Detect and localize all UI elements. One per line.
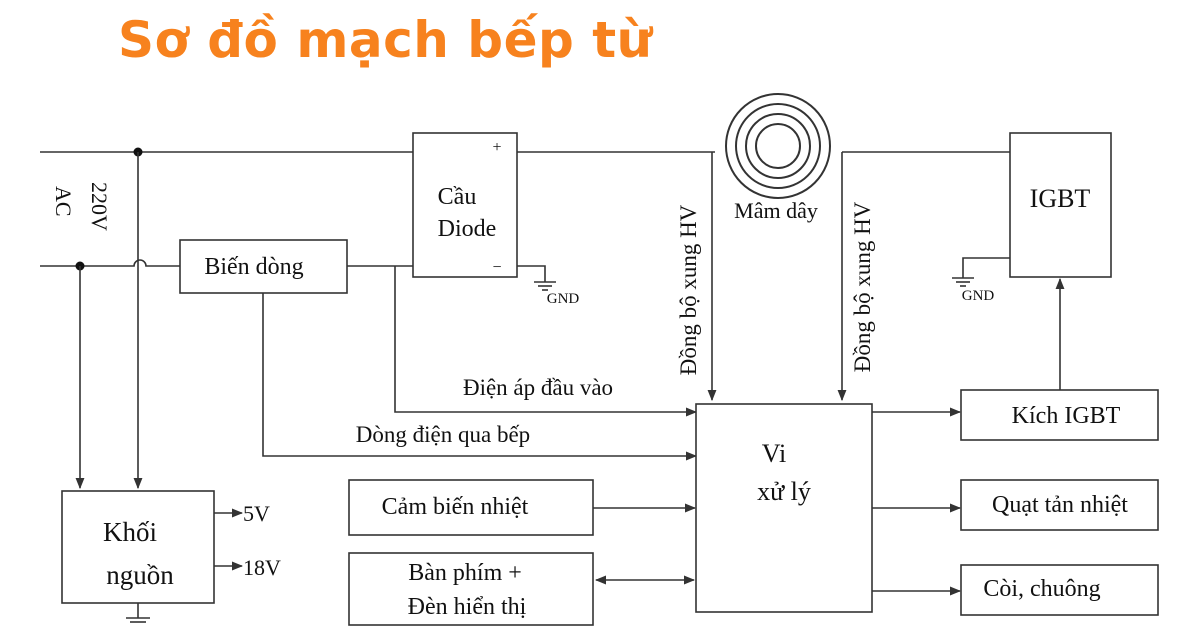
keypad-label: Bàn phím + xyxy=(408,560,522,586)
power-supply-label: Khối xyxy=(103,517,157,547)
input-voltage-label: Điện áp đầu vào xyxy=(463,375,613,400)
bridge-ground-wire xyxy=(517,265,546,282)
igbt-driver-label: Kích IGBT xyxy=(1012,403,1121,429)
hv-sync-left-label: Đồng bộ xung HV xyxy=(676,204,701,375)
ac-voltage-label: 220V xyxy=(87,182,112,231)
input-voltage-wire xyxy=(394,266,698,417)
keypad-block xyxy=(348,552,594,626)
ground-icon xyxy=(534,281,556,291)
coil-label: Mâm dây xyxy=(734,198,818,223)
igbt-block xyxy=(1009,132,1112,278)
ground-label-left: GND xyxy=(547,291,580,307)
ground-icon xyxy=(952,277,974,287)
induction-coil-icon xyxy=(725,93,831,199)
diode-bridge-label: Cầu xyxy=(438,184,477,210)
buzzer-block xyxy=(960,564,1159,616)
diode-bridge-label: Diode xyxy=(438,216,497,242)
page-title: Sơ đồ mạch bếp từ xyxy=(118,11,653,69)
stove-current-label: Dòng điện qua bếp xyxy=(356,422,530,447)
temp-sensor-block xyxy=(348,479,594,536)
diode-bridge-block xyxy=(412,132,518,278)
ac-line-bottom xyxy=(40,259,180,267)
mcu-label: Vi xyxy=(762,439,786,468)
mcu-block xyxy=(695,403,873,613)
mcu-label: xử lý xyxy=(757,477,811,506)
power-supply-label: nguồn xyxy=(106,560,174,590)
buzzer-label: Còi, chuông xyxy=(983,576,1100,602)
hv-sync-right-label: Đồng bộ xung HV xyxy=(850,201,875,372)
keypad-label: Đèn hiển thị xyxy=(408,594,527,620)
ground-icon xyxy=(126,617,150,623)
temp-sensor-label: Cảm biến nhiệt xyxy=(382,494,529,520)
ground-label-right: GND xyxy=(962,288,995,304)
psu-5v-label: 5V xyxy=(243,501,270,526)
igbt-driver-block xyxy=(960,389,1159,441)
fan-block xyxy=(960,479,1159,531)
ac-type-label: AC xyxy=(51,186,76,217)
current-sensor-label: Biến dòng xyxy=(204,254,303,280)
psu-18v-label: 18V xyxy=(243,555,281,580)
bridge-minus-terminal: − xyxy=(492,259,501,276)
fan-label: Quạt tản nhiệt xyxy=(992,492,1128,518)
stove-current-wire xyxy=(262,293,698,461)
bridge-plus-terminal: + xyxy=(492,139,501,156)
igbt-ground-wire xyxy=(962,257,1010,278)
igbt-label: IGBT xyxy=(1030,184,1091,213)
